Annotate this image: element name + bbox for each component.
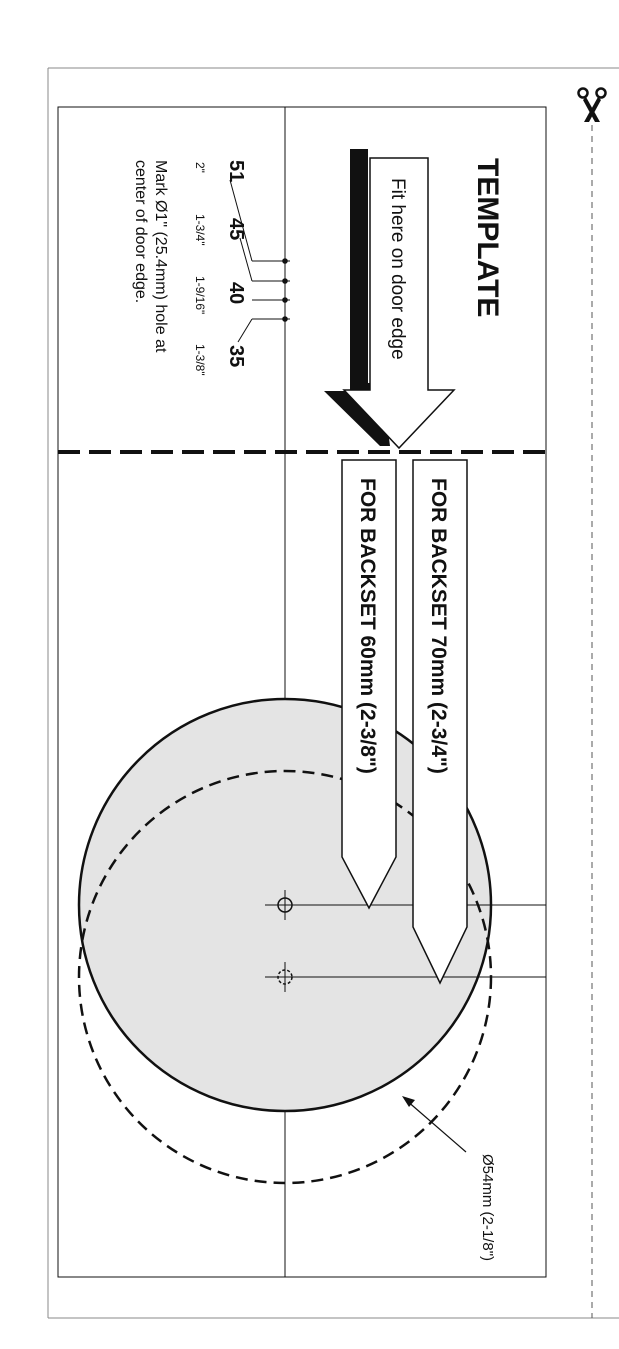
thickness-mm-40: 40	[225, 282, 247, 304]
backset-60-arrow	[341, 459, 397, 910]
center-mark-60	[277, 897, 293, 913]
diameter-arrowhead	[402, 1096, 415, 1107]
scissors-icon	[577, 87, 607, 122]
page-frame	[47, 67, 619, 1319]
thickness-in-1-9-16: 1-9/16"	[193, 276, 207, 314]
thickness-mm-35: 35	[225, 345, 247, 367]
mark-hole-note-line2: center of door edge.	[132, 160, 149, 303]
template-border	[57, 106, 547, 1278]
thickness-in-1-3-4: 1-3/4"	[193, 214, 207, 246]
thickness-in-2: 2"	[193, 162, 207, 173]
backset-70-arrow	[412, 459, 468, 985]
door-thickness-inches: 2" 1-3/4" 1-9/16" 1-3/8"	[193, 162, 207, 376]
bore-diameter-label: Ø54mm (2-1/8")	[479, 1154, 496, 1261]
diameter-leader	[405, 1099, 467, 1153]
thickness-in-1-3-8: 1-3/8"	[193, 344, 207, 376]
center-mark-70	[277, 969, 293, 985]
mark-hole-note-line1: Mark Ø1" (25.4mm) hole at	[152, 160, 169, 353]
backset-70-label: FOR BACKSET 70mm (2-3/4")	[427, 478, 450, 774]
fit-arrow	[342, 157, 456, 450]
fit-here-label: Fit here on door edge	[387, 178, 408, 360]
fit-arrow-shadow	[324, 149, 390, 446]
thickness-mm-51: 51	[225, 160, 247, 182]
door-thickness-mm: 51 45 40 35	[225, 160, 247, 367]
thickness-mm-45: 45	[225, 218, 247, 240]
template-title: TEMPLATE	[471, 158, 504, 317]
thickness-leaders	[229, 179, 290, 343]
backset-60-label: FOR BACKSET 60mm (2-3/8")	[356, 478, 379, 774]
